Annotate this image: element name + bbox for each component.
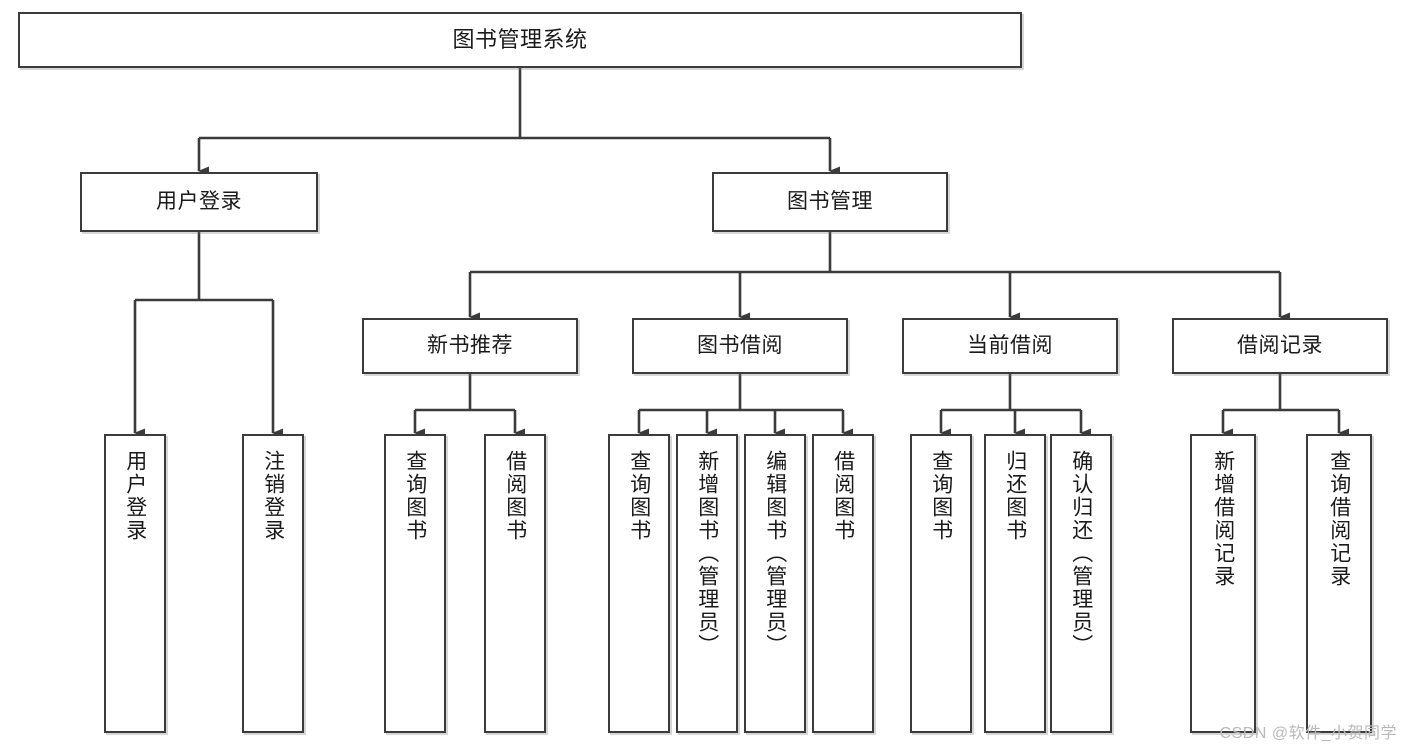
node-leaf-add-book[interactable]: 新增图书（管理员） (676, 434, 738, 733)
node-user-login[interactable]: 用户登录 (80, 172, 318, 232)
node-label: 图书管理系统 (452, 27, 588, 53)
node-label: 编辑图书（管理员） (763, 450, 787, 657)
node-leaf-return-book[interactable]: 归还图书 (984, 434, 1046, 733)
node-label: 确认归还（管理员） (1069, 450, 1093, 657)
node-borrow-record[interactable]: 借阅记录 (1172, 318, 1388, 374)
node-label: 新增借阅记录 (1211, 450, 1235, 588)
node-label: 用户登录 (156, 189, 242, 213)
node-leaf-query-book-1[interactable]: 查询图书 (384, 434, 446, 733)
node-leaf-query-record[interactable]: 查询借阅记录 (1306, 434, 1372, 733)
node-label: 借阅图书 (503, 450, 527, 542)
node-book-borrow[interactable]: 图书借阅 (632, 318, 848, 374)
node-label: 注销登录 (261, 450, 285, 542)
node-label: 图书管理 (787, 189, 873, 213)
node-label: 新增图书（管理员） (695, 450, 719, 657)
node-leaf-borrow-book-1[interactable]: 借阅图书 (484, 434, 546, 733)
node-label: 借阅记录 (1237, 333, 1323, 357)
node-leaf-query-book-3[interactable]: 查询图书 (910, 434, 972, 733)
node-label: 图书借阅 (697, 333, 783, 357)
watermark: CSDN @软件_小贺同学 (1219, 725, 1397, 742)
node-label: 用户登录 (123, 450, 147, 542)
node-root-system[interactable]: 图书管理系统 (18, 12, 1022, 68)
node-leaf-edit-book[interactable]: 编辑图书（管理员） (744, 434, 806, 733)
node-label: 新书推荐 (427, 333, 513, 357)
node-label: 查询图书 (929, 450, 953, 542)
node-label: 查询图书 (403, 450, 427, 542)
node-label: 当前借阅 (967, 333, 1053, 357)
node-label: 借阅图书 (831, 450, 855, 542)
node-new-book-recommend[interactable]: 新书推荐 (362, 318, 578, 374)
node-leaf-borrow-book-2[interactable]: 借阅图书 (812, 434, 874, 733)
node-leaf-user-logout[interactable]: 注销登录 (242, 434, 304, 733)
node-label: 查询借阅记录 (1327, 450, 1351, 588)
node-label: 归还图书 (1003, 450, 1027, 542)
node-leaf-query-book-2[interactable]: 查询图书 (608, 434, 670, 733)
node-leaf-user-login[interactable]: 用户登录 (104, 434, 166, 733)
node-leaf-add-record[interactable]: 新增借阅记录 (1190, 434, 1256, 733)
node-current-borrow[interactable]: 当前借阅 (902, 318, 1118, 374)
node-label: 查询图书 (627, 450, 651, 542)
node-leaf-confirm-return[interactable]: 确认归还（管理员） (1050, 434, 1112, 733)
node-book-manage[interactable]: 图书管理 (712, 172, 948, 232)
